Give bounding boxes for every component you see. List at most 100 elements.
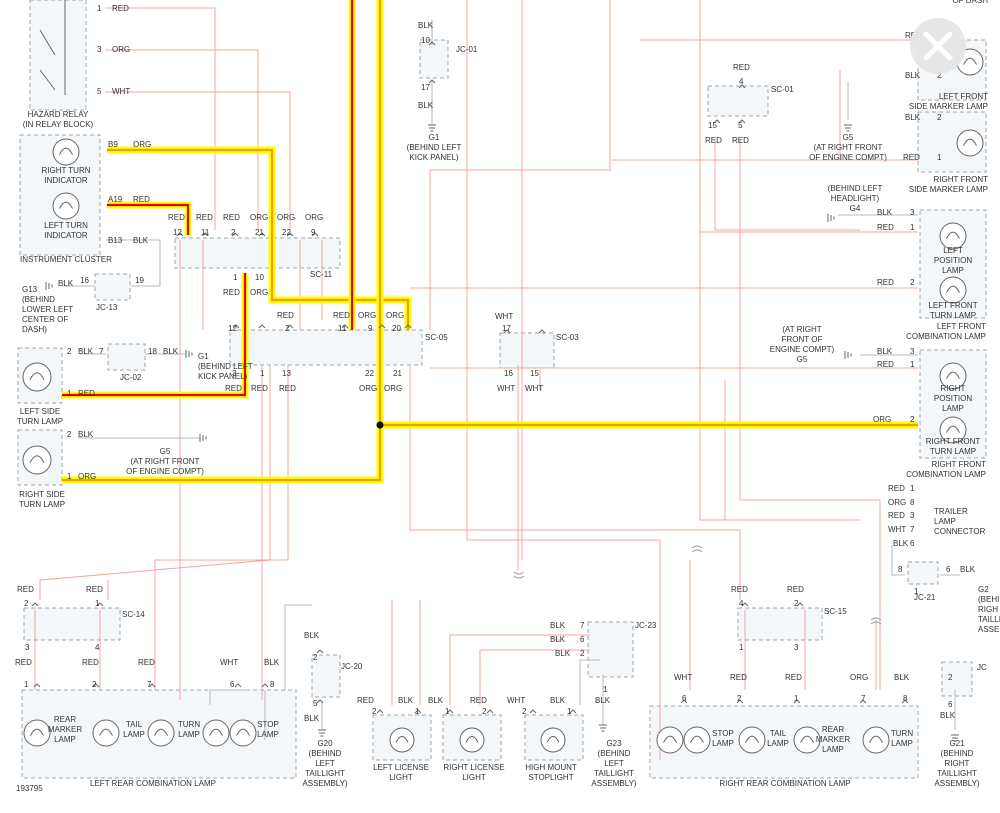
wire-label: 10 xyxy=(421,36,430,45)
connector-pin xyxy=(316,649,324,654)
left-front-side-marker-label: SIDE MARKER LAMP xyxy=(909,102,988,111)
connector-pin xyxy=(148,683,156,688)
hazard-relay-label: HAZARD RELAY xyxy=(28,110,89,119)
left-side-turn-lamp-label: LEFT SIDE xyxy=(20,407,60,416)
filament-icon xyxy=(546,735,560,743)
wire-label: 2 xyxy=(231,228,236,237)
wire-label: RED xyxy=(82,658,99,667)
turn-lamp-label: LAMP xyxy=(891,739,913,748)
wire-label: BLK xyxy=(877,208,893,217)
wire-break-icon xyxy=(513,545,882,625)
connector-pin xyxy=(234,683,242,688)
connector-pin xyxy=(316,699,324,704)
wire-label: 2 xyxy=(937,113,942,122)
left-front-side-marker-label: LEFT FRONT xyxy=(939,92,988,101)
stop-lamp-label: LAMP xyxy=(257,730,279,739)
wire-label: A19 xyxy=(108,195,123,204)
wire-label: 1 xyxy=(914,587,919,596)
wire-label: 5 xyxy=(738,121,743,130)
wire xyxy=(479,649,590,705)
wire-label: RED xyxy=(15,658,32,667)
wire-label: RED xyxy=(112,4,129,13)
wire xyxy=(105,49,259,230)
wire-label: BLK xyxy=(428,696,444,705)
wire-label: ORG xyxy=(133,140,151,149)
highlighted-wire-core xyxy=(62,0,382,482)
left-front-turn-bulb-icon xyxy=(939,276,967,304)
wire-label: 19 xyxy=(135,276,144,285)
wire-label: 6 xyxy=(580,635,585,644)
right-rear-bulb-icon xyxy=(683,726,711,754)
wire-label: 8 xyxy=(898,565,903,574)
g2-ground-label: RIGH xyxy=(978,605,998,614)
connector-pin xyxy=(538,329,546,334)
high-mount-stoplight-label: HIGH MOUNT xyxy=(525,763,577,772)
wire-label: 7 xyxy=(580,621,585,630)
wire-label: ORG xyxy=(386,311,404,320)
wire-label: 20 xyxy=(392,324,401,333)
connector-pin xyxy=(428,79,436,84)
wire-label: 7 xyxy=(910,525,915,534)
wire-label: BLK xyxy=(555,649,571,658)
relay-switch-icon xyxy=(39,0,66,95)
filament-icon xyxy=(946,371,960,379)
left-rear-combination-lamp-label: LEFT REAR COMBINATION LAMP xyxy=(90,779,216,788)
wire-label: BLK xyxy=(163,347,179,356)
right-rear-bulb-icon xyxy=(738,726,766,754)
left-side-turn-bulb-icon xyxy=(22,362,52,392)
wire-label: 22 xyxy=(282,228,291,237)
wire-label: BLK xyxy=(550,635,566,644)
close-icon[interactable] xyxy=(910,18,966,74)
connector-label: JC-13 xyxy=(96,303,118,312)
wire-label: 5 xyxy=(313,699,318,708)
rear-marker-lamp-label: REAR xyxy=(54,715,76,724)
wire-label: ORG xyxy=(250,288,268,297)
wire-label: 1 xyxy=(415,707,420,716)
wire-label: RED xyxy=(86,585,103,594)
jc-23-box xyxy=(587,621,634,678)
g13-label: G13 xyxy=(22,285,38,294)
wire-label: ORG xyxy=(277,213,295,222)
wire-label: 2 xyxy=(313,653,318,662)
g2-ground-label: (BEHIN xyxy=(978,595,1000,604)
connector-pin xyxy=(529,709,537,714)
right-front-turn-bulb-icon xyxy=(939,416,967,444)
filament-icon xyxy=(869,735,883,743)
filament-icon xyxy=(59,147,73,155)
filament-icon xyxy=(154,728,168,736)
connector-pin xyxy=(713,119,721,124)
right-position-lamp-label: LAMP xyxy=(942,404,964,413)
wire-label: 1 xyxy=(260,369,265,378)
highlighted-wire-core xyxy=(62,273,247,397)
wire-label: BLK xyxy=(905,71,921,80)
g13-label: CENTER OF xyxy=(22,315,68,324)
g5-ground-label: OF ENGINE COMPT) xyxy=(126,467,204,476)
g5-ground-label: G5 xyxy=(797,355,808,364)
wire xyxy=(429,0,611,330)
left-position-lamp-label: LEFT xyxy=(943,246,963,255)
wire-label: BLK xyxy=(877,347,893,356)
wire-label: BLK xyxy=(905,113,921,122)
tail-lamp-label: TAIL xyxy=(126,720,143,729)
wire xyxy=(449,634,590,705)
connector-label: JC xyxy=(977,663,987,672)
wire-label: BLK xyxy=(133,236,149,245)
g23-ground-label: LEFT xyxy=(604,759,624,768)
wire-label: RED xyxy=(888,484,905,493)
wire-label: ORG xyxy=(850,673,868,682)
wire-label: 1 xyxy=(95,599,100,608)
right-license-bulb-icon xyxy=(459,727,485,753)
wire xyxy=(714,140,860,231)
sc-15-box xyxy=(737,607,823,641)
g5-ground-label: (AT RIGHT xyxy=(782,325,821,334)
wire-label: 2 xyxy=(92,680,97,689)
wire xyxy=(154,365,289,690)
wire-label: 10 xyxy=(255,273,264,282)
wire-label: RED xyxy=(333,311,350,320)
wire-label: 16 xyxy=(504,369,513,378)
wire-label: 2 xyxy=(24,599,29,608)
connector-pin xyxy=(414,709,422,714)
stop-lamp-label: STOP xyxy=(712,729,734,738)
wire-label: RED xyxy=(17,585,34,594)
filament-icon xyxy=(963,138,977,146)
